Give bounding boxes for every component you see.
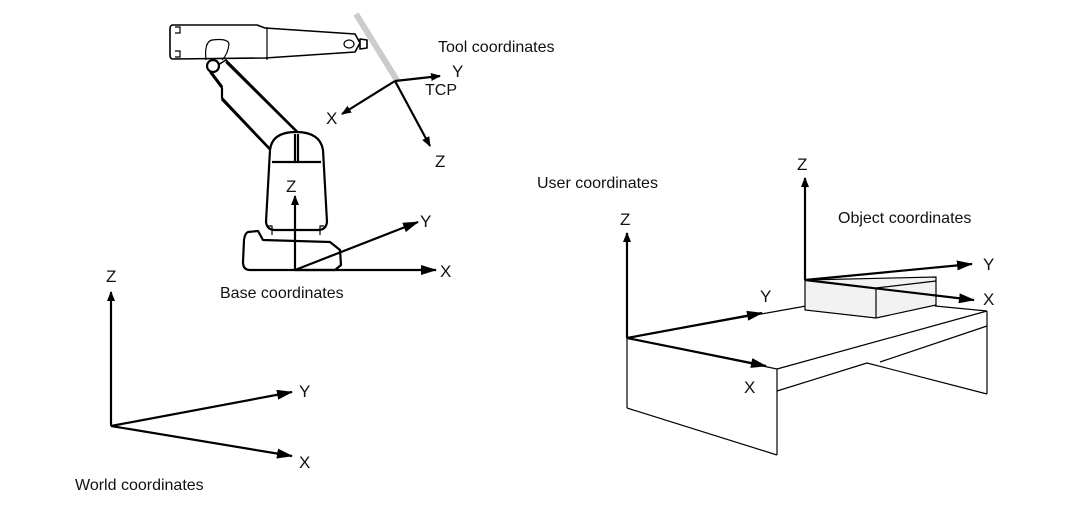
base-y-label: Y: [420, 212, 431, 231]
user-x-label: X: [744, 378, 755, 397]
elbow-joint: [205, 58, 221, 74]
robot-upper-arm: [169, 24, 361, 60]
object-y-label: Y: [983, 255, 994, 274]
tool-coordinates-label: Tool coordinates: [438, 39, 555, 56]
world-x-axis: [110, 424, 293, 459]
tool-y-label: Y: [452, 62, 463, 81]
object-coordinates-label: Object coordinates: [838, 210, 971, 227]
tool-x-label: X: [326, 109, 337, 128]
world-x-label: X: [299, 453, 310, 472]
world-y-label: Y: [299, 382, 310, 401]
user-x-axis: [626, 336, 767, 368]
tool-z-axis: [394, 80, 431, 147]
tool-z-label: Z: [435, 152, 445, 171]
base-y-axis: [294, 220, 419, 272]
tool-x-axis: [341, 80, 396, 115]
base-coordinates-label: Base coordinates: [220, 285, 344, 302]
object-z-label: Z: [797, 155, 807, 174]
user-coordinate-frame: Z Y X User coordinates: [537, 175, 771, 397]
tool-coordinate-frame: Y X Z TCP Tool coordinates: [326, 39, 555, 171]
tool-stick: [353, 12, 401, 84]
tcp-label: TCP: [425, 82, 457, 99]
robot-pillar: [264, 130, 329, 232]
object-x-label: X: [983, 290, 994, 309]
work-object-box: [804, 276, 937, 319]
base-coordinate-frame: Z Y X Base coordinates: [220, 177, 451, 302]
base-x-label: X: [440, 262, 451, 281]
object-coordinate-frame: Z Y X Object coordinates: [797, 155, 994, 309]
world-coordinates-label: World coordinates: [75, 477, 204, 494]
object-box-top: [804, 276, 937, 319]
base-z-label: Z: [286, 177, 296, 196]
object-x-axis: [804, 278, 975, 304]
robot-illustration: [169, 12, 401, 272]
world-coordinate-frame: Z Y X World coordinates: [75, 267, 310, 494]
tool-y-axis: [394, 73, 441, 83]
user-coordinates-label: User coordinates: [537, 175, 658, 192]
robot-base-foot: [241, 229, 343, 272]
user-y-label: Y: [760, 287, 771, 306]
object-y-axis: [804, 260, 973, 282]
world-z-label: Z: [106, 267, 116, 286]
world-y-axis: [110, 389, 293, 428]
user-z-label: Z: [620, 210, 630, 229]
user-y-axis: [626, 310, 763, 340]
